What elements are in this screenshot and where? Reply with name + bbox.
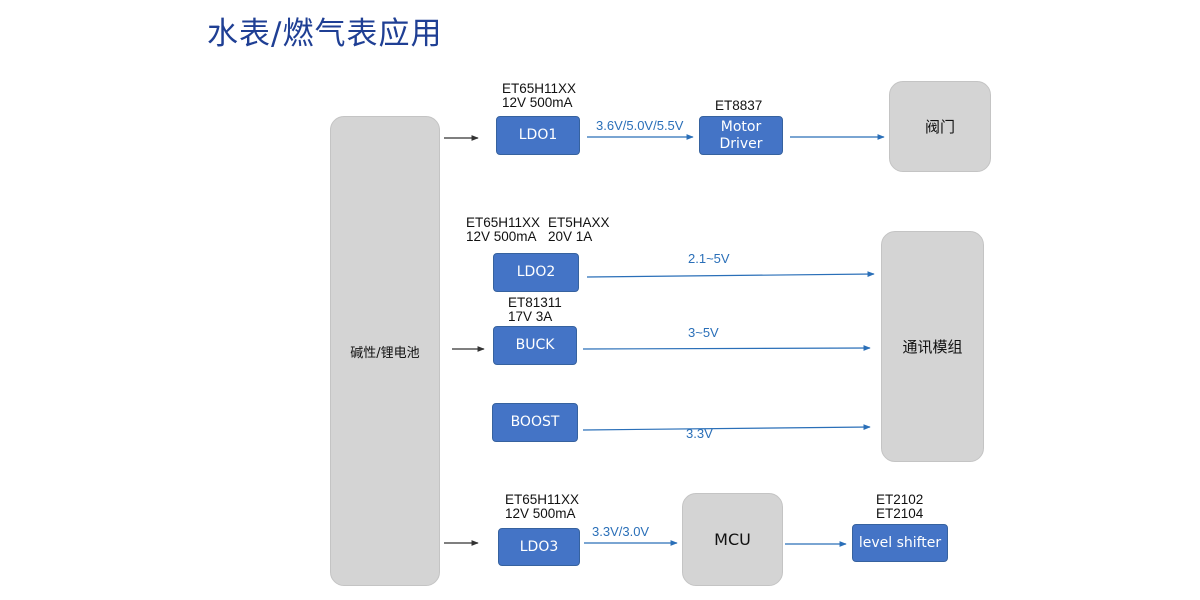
ldo2-part-label-a: ET65H11XX 12V 500mA xyxy=(466,215,541,244)
ldo1-block: LDO1 xyxy=(496,116,580,155)
battery-block: 碱性/锂电池 xyxy=(330,116,440,586)
buck-output-voltage: 3~5V xyxy=(688,325,719,340)
level-shifter-part-label: ET2102 ET2104 xyxy=(876,492,924,521)
motor-driver-block: Motor Driver xyxy=(699,116,783,155)
ldo2-block: LDO2 xyxy=(493,253,579,292)
motor-driver-label: Motor Driver xyxy=(719,118,763,152)
arrow-boost-to-comm xyxy=(582,424,871,431)
valve-label: 阀门 xyxy=(924,118,955,136)
ldo3-part-label: ET65H11XX 12V 500mA xyxy=(505,492,580,521)
boost-block: BOOST xyxy=(492,403,578,442)
ldo2-label: LDO2 xyxy=(516,264,556,280)
buck-part-label: ET81311 17V 3A xyxy=(508,295,562,324)
level-shifter-block: level shifter xyxy=(852,524,948,562)
ldo2-part-label-b: ET5HAXX 20V 1A xyxy=(548,215,610,244)
boost-label: BOOST xyxy=(510,414,560,430)
arrow-ldo2-to-comm xyxy=(586,271,875,278)
buck-label: BUCK xyxy=(515,337,555,353)
mcu-label: MCU xyxy=(714,530,751,549)
ldo3-block: LDO3 xyxy=(498,528,580,566)
ldo3-output-voltage: 3.3V/3.0V xyxy=(592,524,650,539)
ldo1-part-label: ET65H11XX 12V 500mA xyxy=(502,81,577,110)
level-shifter-label: level shifter xyxy=(858,534,942,551)
buck-block: BUCK xyxy=(493,326,577,365)
battery-label: 碱性/锂电池 xyxy=(350,345,420,361)
ldo3-label: LDO3 xyxy=(519,538,559,555)
boost-output-voltage: 3.3V xyxy=(686,426,713,441)
comm-module-label: 通讯模组 xyxy=(902,338,963,356)
arrow-buck-to-comm xyxy=(582,345,871,351)
ldo1-output-voltage: 3.6V/5.0V/5.5V xyxy=(596,118,684,133)
ldo2-output-voltage: 2.1~5V xyxy=(688,251,730,266)
valve-block: 阀门 xyxy=(889,81,991,172)
ldo1-label: LDO1 xyxy=(518,127,558,143)
page-title: 水表/燃气表应用 xyxy=(207,16,443,52)
mcu-block: MCU xyxy=(682,493,783,586)
comm-module-block: 通讯模组 xyxy=(881,231,984,462)
motor-driver-part-label: ET8837 xyxy=(715,98,763,113)
